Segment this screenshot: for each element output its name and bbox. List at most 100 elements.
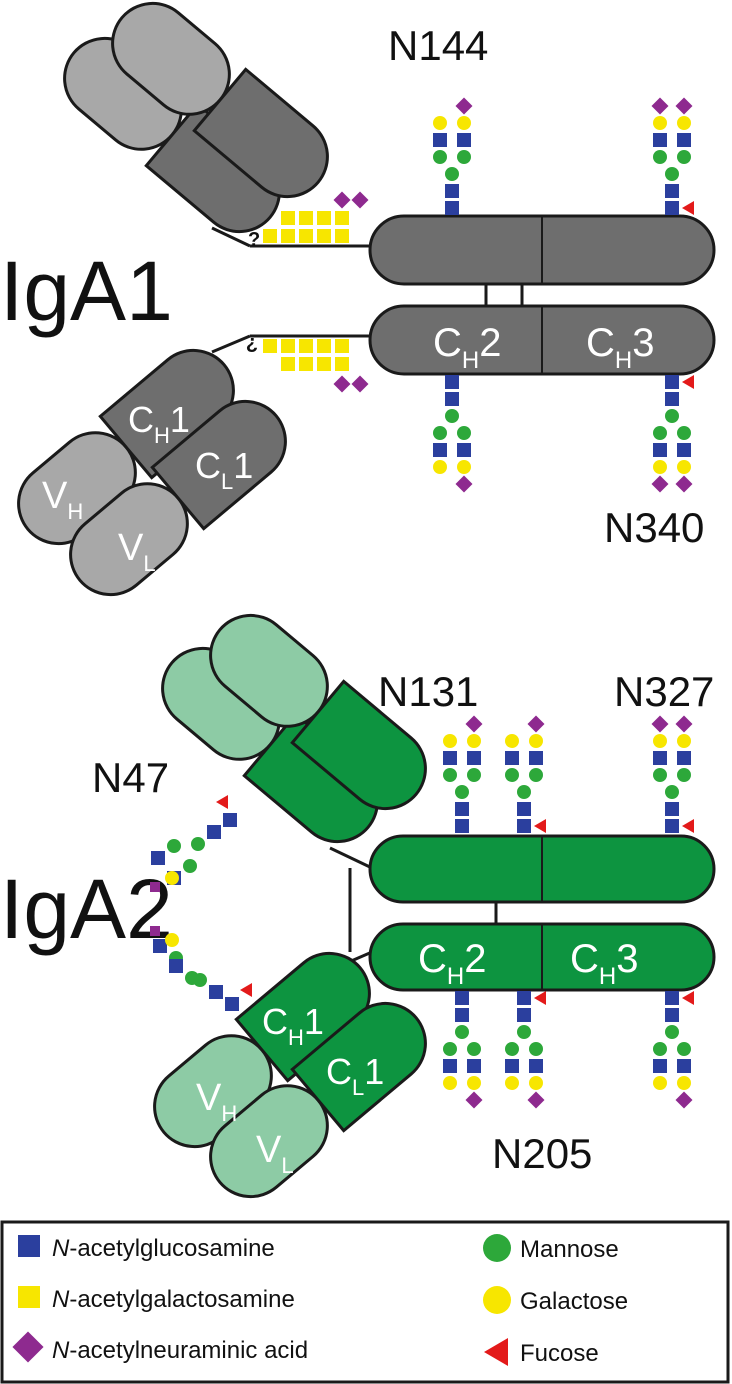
- glycan-neu5ac-diamond-43: [675, 475, 693, 493]
- glycan-mannose-circle-136: [183, 859, 197, 873]
- glycan-mannose-circle-37: [677, 426, 691, 440]
- iga2-site-n131: N131: [378, 668, 478, 715]
- iga2-cl1-domain: [290, 1001, 427, 1133]
- iga1-unknown-mark-upper: ?: [248, 229, 260, 251]
- glycan-neu5ac-diamond-108: [465, 1091, 483, 1109]
- glycan-mannose-circle-124: [653, 1042, 667, 1056]
- iga1-site-n340: N340: [604, 504, 704, 551]
- legend-glcnac-label: N-acetylglucosamine: [52, 1235, 275, 1262]
- glycan-glcnac-square-71: [443, 751, 457, 765]
- glycan-mannose-circle-91: [653, 768, 667, 782]
- glycan-glcnac-square-121: [665, 1008, 679, 1022]
- legend-box: [0, 1220, 730, 1384]
- glycan-fucose-triangle-133: [216, 795, 228, 809]
- iga2-ch2-label: CH2: [418, 937, 486, 990]
- glycan-glcnac-square-39: [677, 443, 691, 457]
- glycan-galnac-square-53: [335, 339, 349, 353]
- glycan-mannose-circle-92: [677, 768, 691, 782]
- glycan-fucose-triangle-78: [534, 819, 546, 833]
- iga1-vh-label: VH: [42, 475, 83, 524]
- glycan-neu5ac-diamond-63: [351, 191, 369, 209]
- iga1-molecule: CH2 CH3 CH1 CL1 VH VL ? ? IgA1 N144 N340: [0, 1, 716, 597]
- iga2-cl1-label: CL1: [326, 1051, 384, 1100]
- glycan-glcnac-square-94: [677, 751, 691, 765]
- glycan-neu5ac-diamond-31: [455, 475, 473, 493]
- glycan-galactose-circle-19: [677, 116, 691, 130]
- iga2-hinge-upper: [329, 846, 373, 870]
- glycan-galactose-circle-85: [529, 734, 543, 748]
- glycan-layer: [150, 97, 694, 1109]
- glycan-neu5ac-diamond-75: [465, 715, 483, 733]
- legend-neu5ac-label: N-acetylneuraminic acid: [52, 1337, 308, 1364]
- glycan-galactose-circle-30: [457, 460, 471, 474]
- glycan-glcnac-square-17: [677, 133, 691, 147]
- glycan-mannose-circle-15: [677, 150, 691, 164]
- glycan-glcnac-square-126: [653, 1059, 667, 1073]
- glycan-glcnac-square-82: [505, 751, 519, 765]
- iga2-label: IgA2: [0, 862, 173, 956]
- glycan-galactose-circle-73: [443, 734, 457, 748]
- glycan-mannose-circle-81: [529, 768, 543, 782]
- glycan-fucose-triangle-89: [682, 819, 694, 833]
- glycan-glcnac-square-145: [153, 939, 167, 953]
- glycan-glcnac-square-137: [151, 851, 165, 865]
- glycan-glcnac-square-27: [433, 443, 447, 457]
- glycan-mannose-circle-35: [665, 409, 679, 423]
- glycan-galnac-square-57: [299, 357, 313, 371]
- glycan-galactose-circle-40: [653, 460, 667, 474]
- glycan-neu5ac-diamond-21: [675, 97, 693, 115]
- glycan-galnac-square-55: [281, 357, 295, 371]
- glycan-glcnac-square-76: [517, 819, 531, 833]
- glycan-neu5ac-diamond-9: [455, 97, 473, 115]
- glycan-mannose-circle-3: [433, 150, 447, 164]
- glycan-mannose-circle-14: [653, 150, 667, 164]
- glycan-galactose-circle-84: [505, 734, 519, 748]
- glycan-galnac-square-48: [299, 229, 313, 243]
- iga1-hinge-line-upper: [211, 226, 251, 248]
- legend-mannose-circle-icon: [483, 1234, 511, 1262]
- glycan-glcnac-square-116: [529, 1059, 543, 1073]
- glycan-neu5ac-diamond-42: [651, 475, 669, 493]
- glycan-galnac-square-60: [335, 211, 349, 225]
- glycan-neu5ac-diamond-119: [527, 1091, 545, 1109]
- glycan-glcnac-square-87: [665, 819, 679, 833]
- glycan-glcnac-square-33: [665, 392, 679, 406]
- glycan-glcnac-square-100: [455, 1008, 469, 1022]
- iga1-ch2-label: CH2: [433, 321, 501, 374]
- glycan-galnac-square-61: [335, 357, 349, 371]
- glycan-galnac-square-56: [299, 211, 313, 225]
- glycan-galnac-square-51: [317, 339, 331, 353]
- glycan-galactose-circle-18: [653, 116, 667, 130]
- glycan-galactose-circle-106: [443, 1076, 457, 1090]
- glycan-mannose-circle-114: [529, 1042, 543, 1056]
- glycan-mannose-circle-24: [445, 409, 459, 423]
- glycan-glcnac-square-38: [653, 443, 667, 457]
- glycan-glcnac-square-104: [443, 1059, 457, 1073]
- glycan-glcnac-square-105: [467, 1059, 481, 1073]
- iga1-ch3-label: CH3: [586, 321, 654, 374]
- glycan-neu5ac-diamond-130: [675, 1091, 693, 1109]
- glycan-glcnac-square-5: [433, 133, 447, 147]
- glycan-glcnac-square-22: [445, 375, 459, 389]
- iga2-vl-label: VL: [256, 1129, 294, 1178]
- glycan-mannose-circle-80: [505, 768, 519, 782]
- iga2-upper-fab-inner-dark: [290, 679, 427, 811]
- iga1-hinge-line-lower: [211, 334, 251, 354]
- glycan-galactose-circle-147: [165, 871, 179, 885]
- glycan-glcnac-square-11: [665, 184, 679, 198]
- glycan-glcnac-square-32: [665, 375, 679, 389]
- glycan-galactose-circle-148: [165, 933, 179, 947]
- glycan-glcnac-square-140: [209, 985, 223, 999]
- glycan-mannose-circle-134: [191, 837, 205, 851]
- glycan-glcnac-square-16: [653, 133, 667, 147]
- glycan-neu5ac-diamond-97: [651, 715, 669, 733]
- glycan-mannose-circle-103: [467, 1042, 481, 1056]
- legend-galnac-label: N-acetylgalactosamine: [52, 1286, 295, 1313]
- glycan-glcnac-square-0: [445, 201, 459, 215]
- glycan-mannose-circle-13: [665, 167, 679, 181]
- glycan-fucose-triangle-12: [682, 201, 694, 215]
- glycan-glcnac-square-115: [505, 1059, 519, 1073]
- glycan-glcnac-square-120: [665, 991, 679, 1005]
- glycan-mannose-circle-25: [433, 426, 447, 440]
